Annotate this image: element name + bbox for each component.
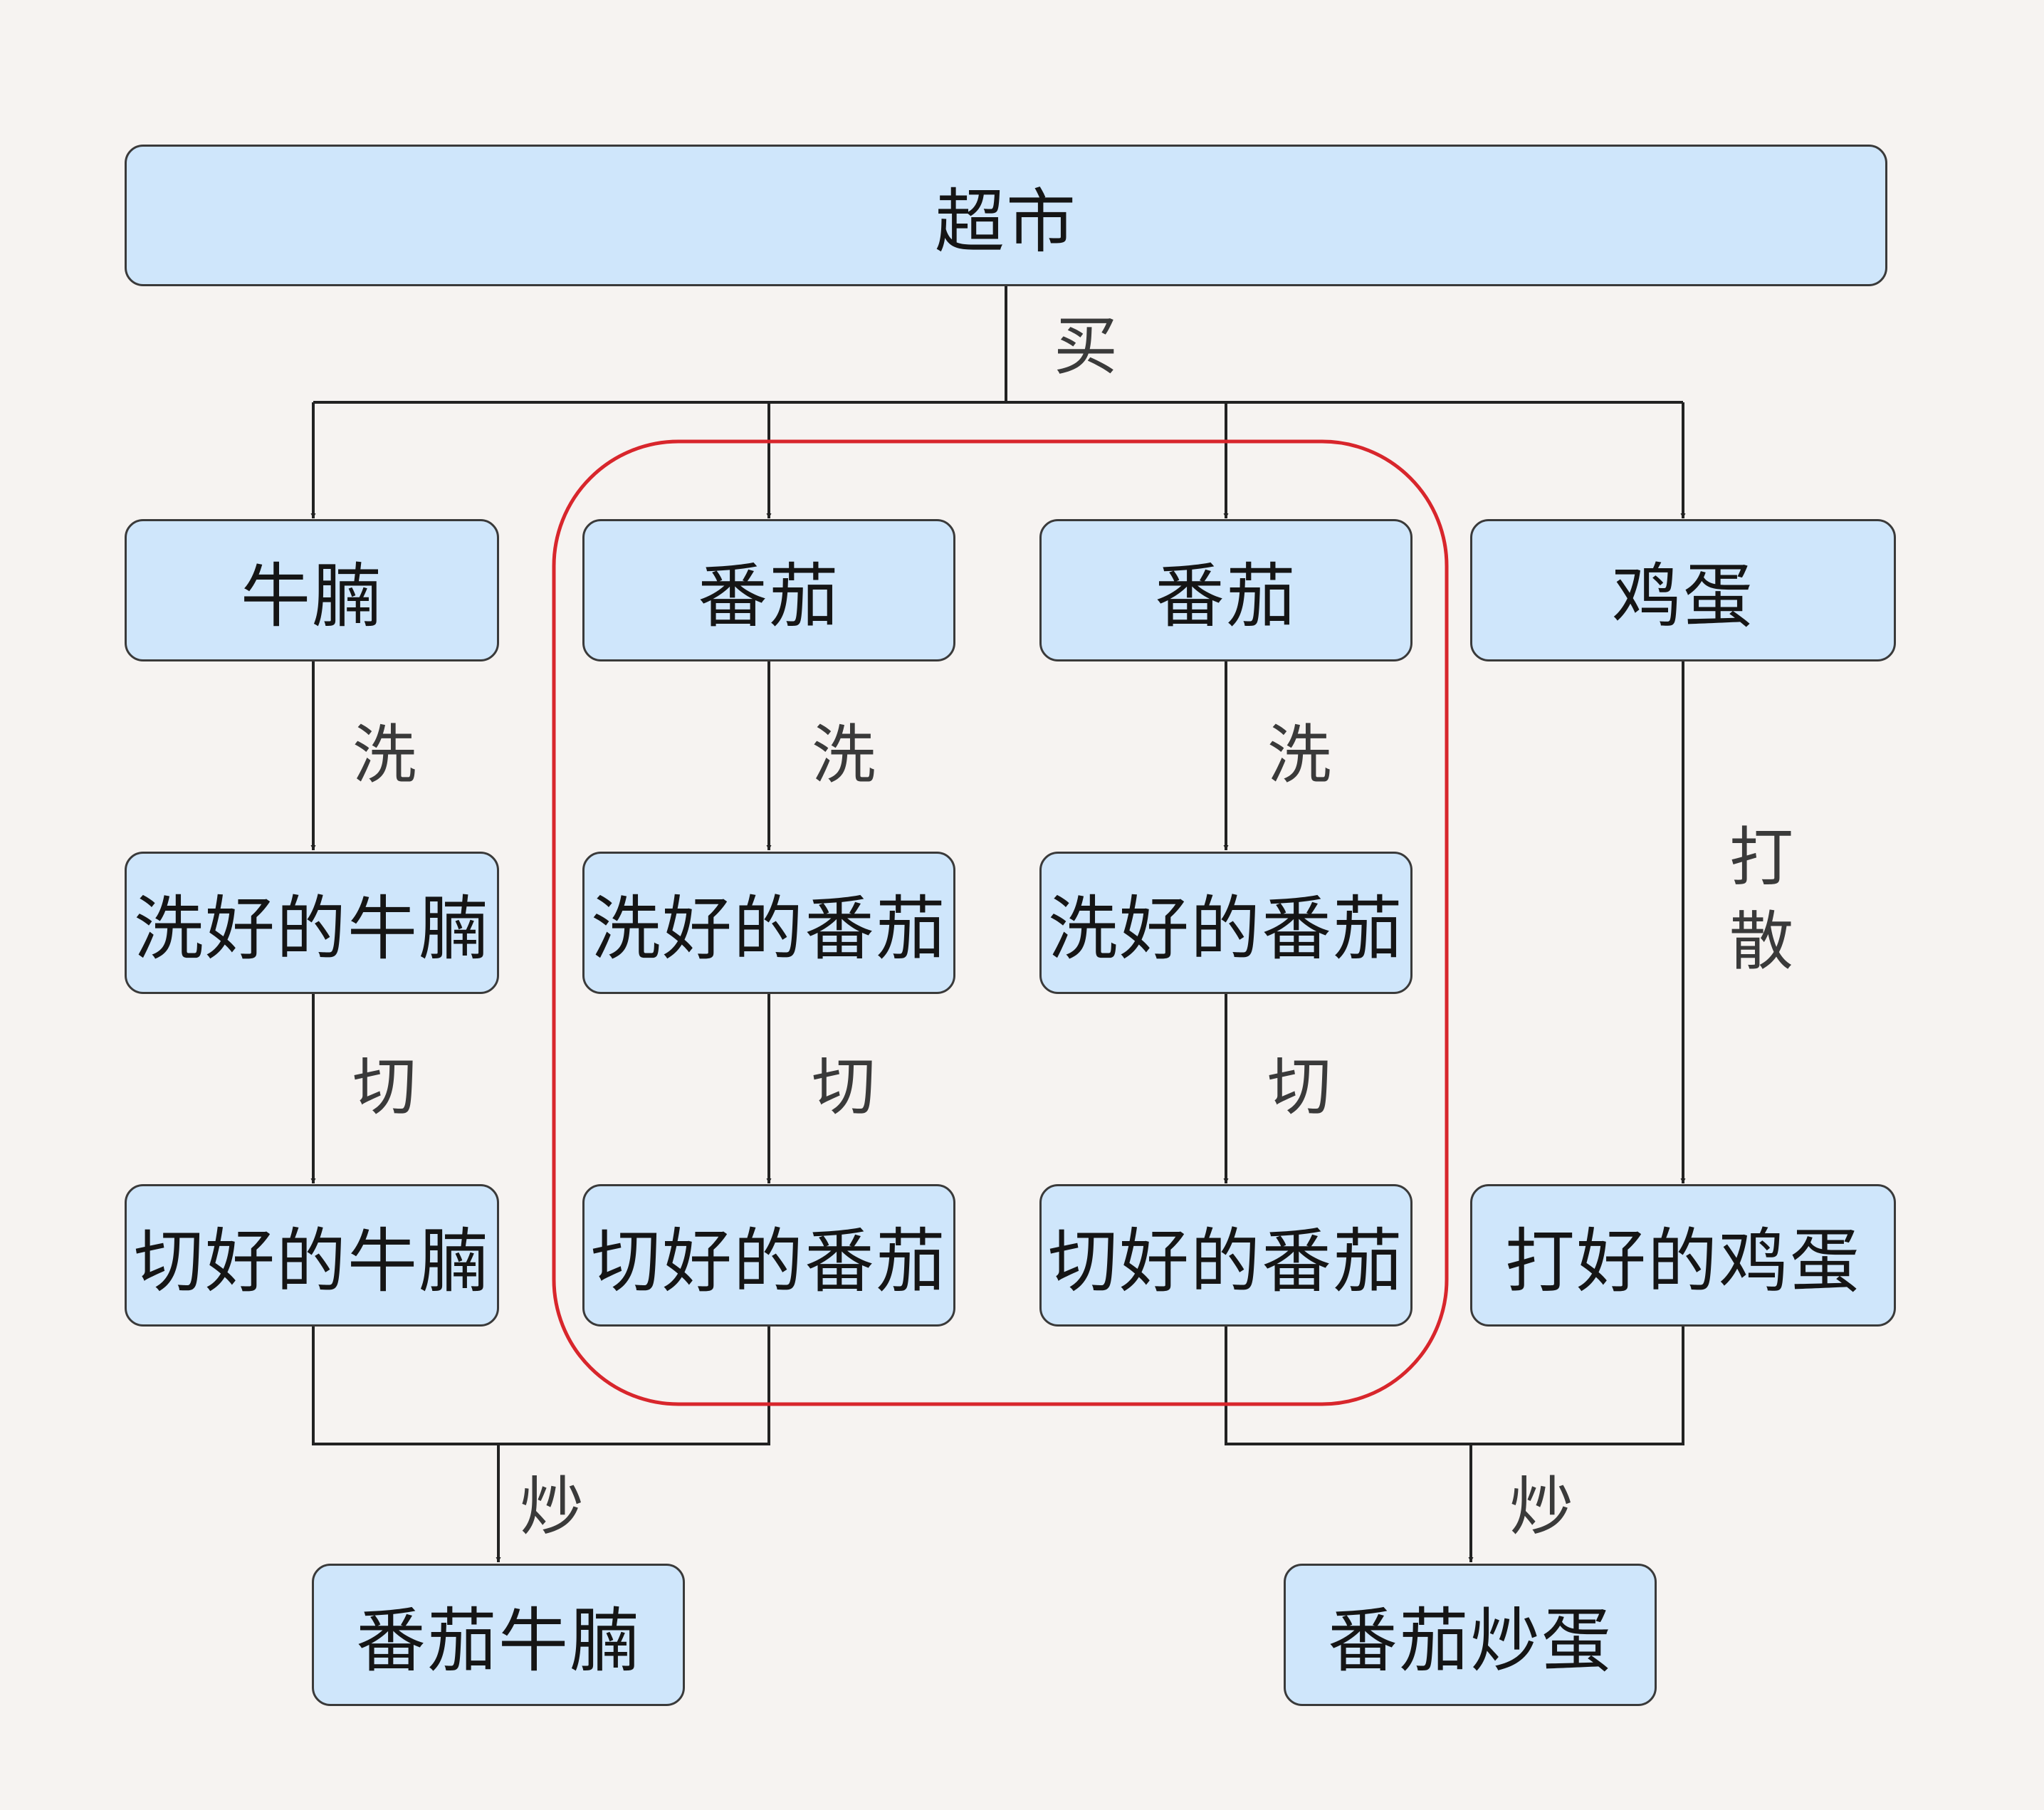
edge-label-wash-tomato-b: 洗 (1267, 718, 1331, 792)
node-washed-brisket: 洗好的牛腩 (125, 852, 499, 994)
node-eggs: 鸡蛋 (1470, 519, 1896, 661)
highlight-frame (552, 439, 1449, 1406)
edge-label-cut-brisket: 切 (352, 1050, 416, 1124)
node-cut-tomato-b: 切好的番茄 (1039, 1184, 1413, 1327)
node-supermarket: 超市 (125, 145, 1887, 286)
node-washed-tomato-a: 洗好的番茄 (582, 852, 955, 994)
node-tomato-b: 番茄 (1039, 519, 1413, 661)
edge-label-stirfry-left: 炒 (520, 1470, 584, 1544)
node-tomato-egg: 番茄炒蛋 (1284, 1564, 1657, 1706)
node-washed-tomato-b: 洗好的番茄 (1039, 852, 1413, 994)
node-beaten-eggs: 打好的鸡蛋 (1470, 1184, 1896, 1327)
edge-label-stirfry-right: 炒 (1509, 1470, 1573, 1544)
edge-label-wash-brisket: 洗 (352, 718, 416, 792)
edge-label-cut-tomato-a: 切 (812, 1050, 876, 1124)
edge-label-beat: 打散 (1729, 820, 1793, 979)
edge-label-cut-tomato-b: 切 (1267, 1050, 1331, 1124)
node-tomato-brisket: 番茄牛腩 (312, 1564, 685, 1706)
node-tomato-a: 番茄 (582, 519, 955, 661)
edge-label-wash-tomato-a: 洗 (812, 718, 876, 792)
edge-label-buy: 买 (1054, 309, 1118, 384)
node-cut-tomato-a: 切好的番茄 (582, 1184, 955, 1327)
connector-merge-right (1225, 1326, 1684, 1445)
connector-merge-left (312, 1326, 770, 1445)
node-cut-brisket: 切好的牛腩 (125, 1184, 499, 1327)
node-brisket: 牛腩 (125, 519, 499, 661)
